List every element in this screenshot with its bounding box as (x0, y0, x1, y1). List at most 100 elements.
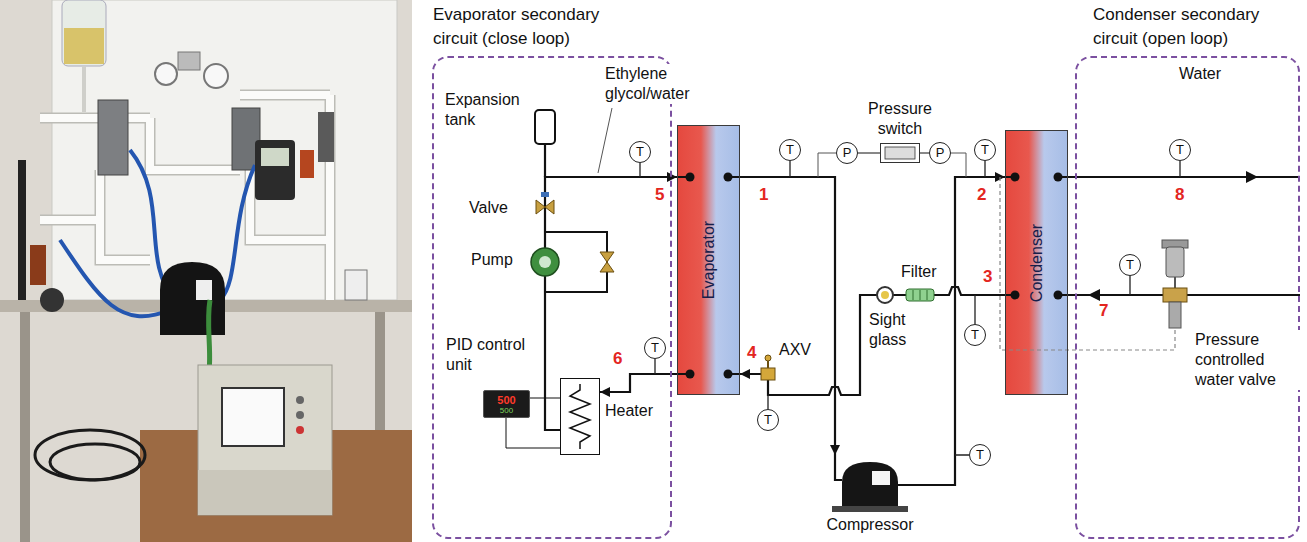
valve-stem (1174, 277, 1176, 289)
flow-arrow (1246, 171, 1258, 183)
callout-number: 1 (758, 186, 769, 204)
tank-pipe (544, 144, 546, 177)
process-display: 500 (500, 406, 513, 415)
pressure-line (920, 153, 929, 154)
wattmeter (345, 270, 367, 300)
dashed-outline (1075, 56, 1300, 539)
signal-wire (506, 418, 560, 448)
water-valve-body (1163, 288, 1187, 302)
component-label: Heater (605, 401, 653, 421)
filter-symbol (906, 289, 934, 301)
bypass-valve-symbol (600, 252, 614, 272)
component-label: Filter (900, 262, 938, 282)
sensor-letter: T (786, 143, 794, 157)
blue-hose (220, 165, 255, 300)
meter-screen (261, 148, 289, 166)
expansion-valve-symbol (761, 368, 775, 380)
cable (50, 444, 140, 480)
sensor-letter: T (971, 328, 979, 342)
switch-inner (885, 147, 915, 159)
fitting-dot (724, 370, 733, 379)
fitting-dot (1054, 291, 1063, 300)
sensor-letter: T (976, 448, 984, 462)
compressor: Compressor (822, 455, 918, 537)
plate-exchanger (98, 100, 128, 175)
sensor-stem (640, 161, 1180, 455)
expansion-tank-symbol (535, 110, 555, 144)
valve-bellows (1169, 302, 1181, 328)
fitting-dot (1011, 173, 1020, 182)
fitting-dot (724, 173, 733, 182)
callout-number: 5 (654, 186, 665, 204)
refrigerant-pipe (918, 177, 1005, 485)
brass-valve (30, 245, 46, 285)
sensor-letter: P (843, 146, 852, 160)
callout-number: 4 (746, 344, 757, 362)
region-title: Condenser secondary circuit (open loop) (1075, 3, 1293, 51)
callout-number: 6 (612, 350, 623, 368)
sensor-letter: T (764, 413, 772, 427)
temperature-sensor: T (969, 444, 991, 466)
valve-cap (765, 355, 771, 361)
flow-arrow (1088, 289, 1100, 301)
button (296, 396, 304, 404)
exchanger-label: Evaporator (700, 221, 718, 299)
heater: Heater (560, 378, 600, 455)
component-label: Expansion tank (444, 90, 530, 130)
rig-photo (0, 0, 412, 542)
pressure-gauge: P (836, 142, 858, 164)
compressor-sticker (872, 471, 890, 485)
heater-element (570, 384, 590, 449)
leader-line (598, 108, 612, 173)
compressor-photo (160, 262, 225, 335)
valve-handle (541, 192, 549, 197)
switch-box (178, 52, 200, 70)
callout-number: 3 (982, 268, 993, 286)
component-label: Pressure controlled water valve (1194, 330, 1300, 390)
controller-label: PID control unit (446, 335, 536, 375)
pipe-stub (677, 177, 1015, 374)
component-label: Compressor (826, 515, 913, 535)
sensor-letter: T (1176, 143, 1184, 157)
water-line (1058, 177, 1300, 295)
fitting-dot (686, 173, 695, 182)
sensor-letter: P (936, 146, 945, 160)
sensor-letter: T (1126, 258, 1134, 272)
sight-glass-window (881, 291, 889, 299)
temperature-sensor: T (779, 139, 801, 161)
logger-screen (222, 388, 284, 446)
wall (0, 0, 412, 542)
callout-number: 8 (1174, 186, 1185, 204)
cable (35, 430, 145, 480)
pump-hub (539, 256, 551, 268)
compressor-body (842, 462, 898, 508)
pump-symbol (531, 248, 559, 276)
blue-hose (60, 240, 170, 316)
glycol-pipe (545, 177, 677, 430)
valve-symbol (536, 200, 554, 214)
pressure-line (858, 153, 880, 154)
meter (255, 140, 295, 200)
refrigerant-pipe (740, 177, 835, 455)
callout-number: 7 (1098, 302, 1109, 320)
temperature-sensor: T (964, 324, 986, 346)
component-label: Pressure switch (850, 99, 950, 139)
grey-pipe (318, 112, 334, 162)
valve-actuator (1166, 247, 1184, 277)
sight-glass-symbol (877, 287, 893, 303)
table-leg (20, 312, 30, 542)
temperature-sensor: T (1169, 139, 1191, 161)
filter-mesh (913, 290, 927, 300)
condenser-fill (1005, 130, 1068, 395)
exchanger-label: Condenser (1028, 223, 1046, 301)
fitting-dot (1011, 291, 1020, 300)
jar-tube (82, 66, 86, 112)
temperature-sensor: T (644, 337, 666, 359)
temperature-sensor: T (757, 409, 779, 431)
component-label: Pump (470, 250, 514, 270)
sticker (196, 280, 212, 300)
button (296, 411, 304, 419)
logger-front (198, 470, 332, 515)
region-title: Evaporator secondary circuit (close loop… (432, 3, 638, 51)
